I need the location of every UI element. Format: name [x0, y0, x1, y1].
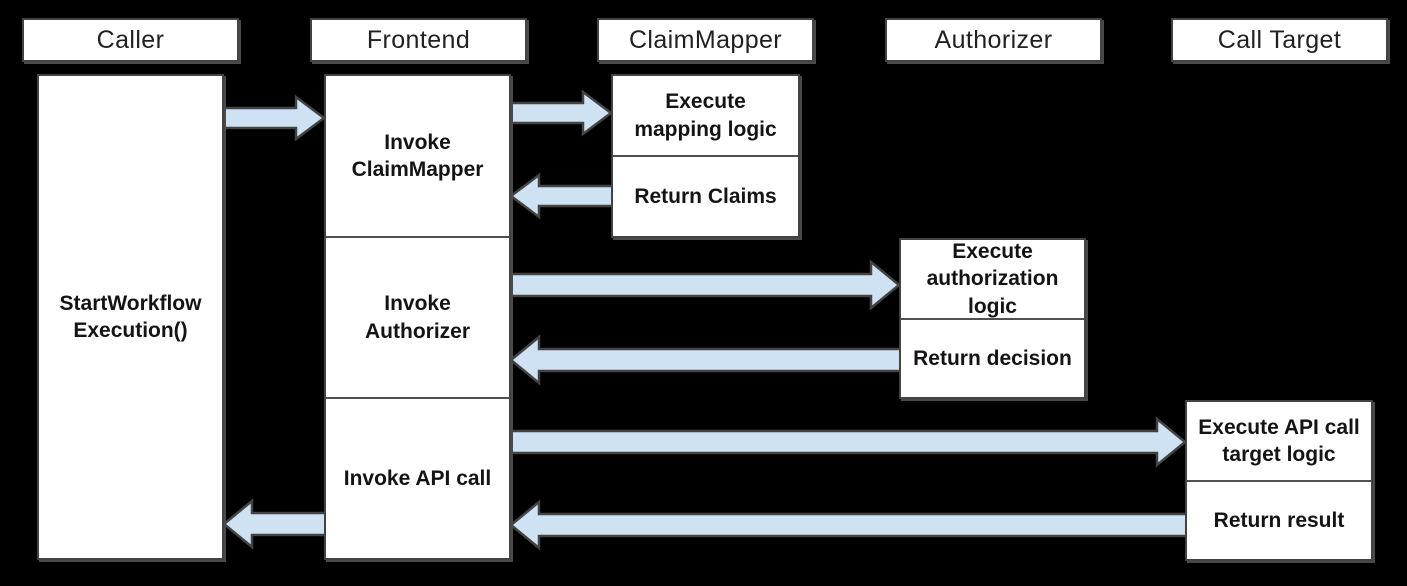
- column-header-label: ClaimMapper: [628, 25, 783, 54]
- arrow-frontend-to-authorizer: [507, 259, 901, 311]
- claimmapper-process-stack: Execute mapping logic Return Claims: [611, 74, 800, 238]
- column-header-authorizer: Authorizer: [885, 18, 1102, 62]
- arrow-authorizer-to-frontend: [509, 334, 903, 386]
- column-header-label: Caller: [96, 25, 165, 54]
- arrow-call-target-to-frontend: [509, 499, 1189, 551]
- arrow-frontend-to-call-target: [507, 416, 1187, 468]
- process-box-start-workflow-execution: StartWorkflow Execution(): [37, 74, 224, 560]
- column-header-label: Frontend: [366, 25, 471, 54]
- authorizer-process-stack: Execute authorization logic Return decis…: [899, 238, 1086, 399]
- process-box-return-decision: Return decision: [901, 318, 1084, 397]
- process-box-execute-api-call-target-logic: Execute API call target logic: [1198, 415, 1360, 466]
- process-box-label: StartWorkflow Execution(): [59, 291, 202, 342]
- column-header-label: Call Target: [1217, 25, 1342, 54]
- column-header-label: Authorizer: [934, 25, 1053, 54]
- process-box-execute-mapping-logic: Execute mapping logic: [634, 90, 777, 141]
- process-box-return-result: Return result: [1187, 480, 1371, 559]
- column-header-claimmapper: ClaimMapper: [597, 18, 814, 62]
- arrow-claimmapper-to-frontend: [508, 172, 615, 220]
- process-box-execute-authorization-logic: Execute authorization logic: [926, 240, 1059, 318]
- arrow-frontend-to-caller: [222, 498, 328, 550]
- column-header-call-target: Call Target: [1171, 18, 1388, 62]
- column-header-caller: Caller: [22, 18, 239, 62]
- call-target-process-stack: Execute API call target logic Return res…: [1185, 400, 1373, 561]
- arrow-caller-to-frontend: [222, 94, 327, 142]
- column-header-frontend: Frontend: [310, 18, 527, 62]
- process-box-invoke-claimmapper: Invoke ClaimMapper: [351, 130, 484, 181]
- process-box-return-claims: Return Claims: [613, 155, 798, 236]
- process-box-invoke-api-call: Invoke API call: [326, 397, 509, 558]
- frontend-process-stack: Invoke ClaimMapper Invoke Authorizer Inv…: [324, 74, 511, 560]
- process-box-invoke-authorizer: Invoke Authorizer: [326, 236, 509, 397]
- arrow-frontend-to-claimmapper: [507, 89, 614, 137]
